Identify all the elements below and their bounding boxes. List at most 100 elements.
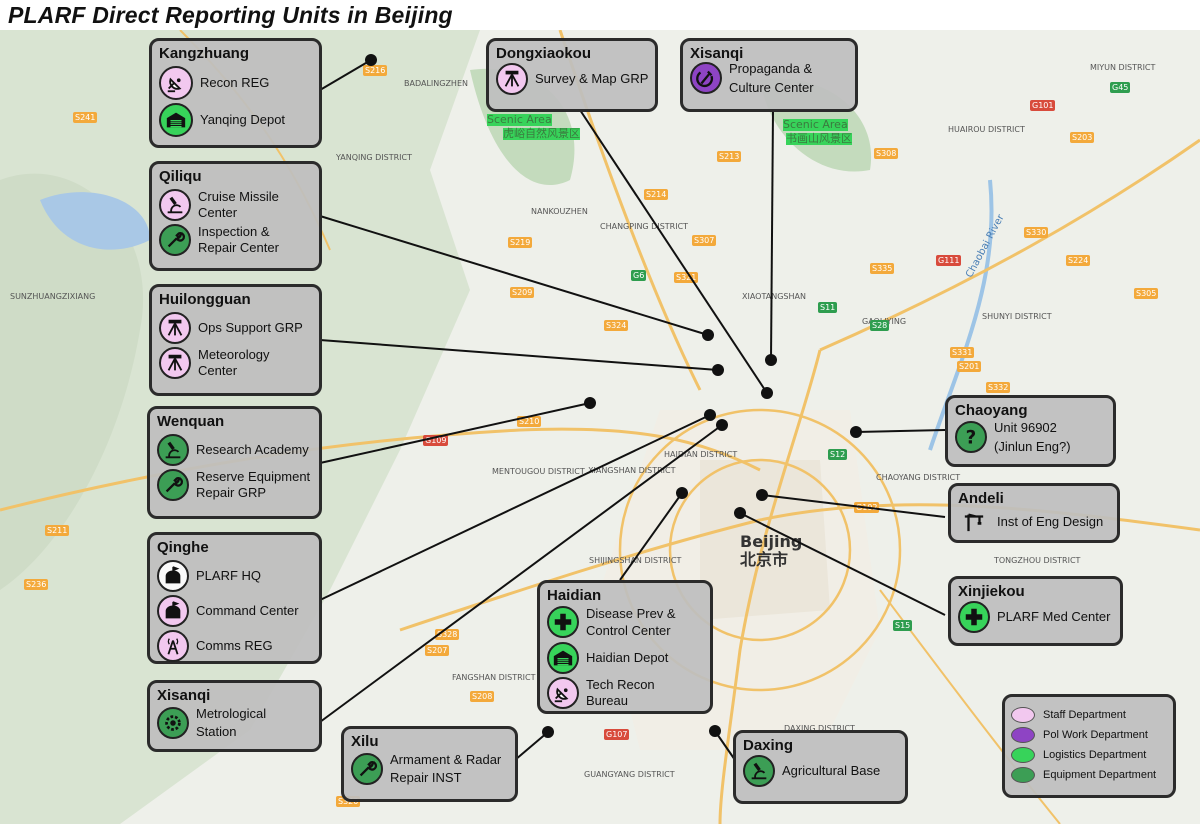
microscope-icon (157, 434, 189, 466)
map-label-changping: CHANGPING DISTRICT (600, 222, 689, 231)
radio-tower-icon (157, 630, 189, 662)
road-marker: S328 (435, 629, 460, 640)
road-marker: S209 (510, 287, 535, 298)
microscope-icon (743, 755, 775, 787)
unit-item-label: PLARF Med Center (997, 609, 1111, 624)
question-mark-icon: ? (955, 421, 987, 453)
unit-item-label: Disease Prev & Control Center (586, 606, 676, 638)
unit-item-label: Tech Recon Bureau (586, 677, 655, 708)
map-label-xiaotangshan: XIAOTANGSHAN (742, 292, 806, 301)
map-label-shunyi: SHUNYI DISTRICT (982, 312, 1052, 321)
unit-box-daxing[interactable]: Daxing Agricultural Base (733, 730, 908, 804)
unit-item-label: Survey & Map GRP (535, 71, 649, 86)
survey-tripod-icon (496, 63, 528, 95)
road-marker: S211 (45, 525, 70, 536)
map-label-mentougou: MENTOUGOU DISTRICT (492, 467, 585, 476)
satellite-dish-icon (547, 677, 579, 709)
wrench-icon (157, 469, 189, 501)
unit-box-xisanqi-north[interactable]: Xisanqi Propaganda & Culture Center (680, 38, 858, 112)
road-marker: G6 (631, 270, 647, 281)
unit-box-kangzhuang[interactable]: Kangzhuang Recon REG Yanqing Depot (149, 38, 322, 148)
unit-title: Wenquan (157, 413, 225, 430)
survey-tripod-icon (159, 347, 191, 379)
unit-item-label: Yanqing Depot (200, 112, 286, 127)
page-title: PLARF Direct Reporting Units in Beijing (8, 2, 453, 28)
unit-title: Xisanqi (157, 687, 211, 704)
map-label-tongzhou-district: TONGZHOU DISTRICT (994, 556, 1081, 565)
unit-item-label: Metrological Station (196, 706, 267, 739)
unit-box-haidian[interactable]: Haidian Disease Prev & Control Center Ha… (537, 580, 713, 714)
map-label-badaling: BADALINGZHEN (404, 79, 468, 88)
road-marker: S11 (818, 302, 838, 313)
road-marker: S330 (1024, 227, 1049, 238)
legend-label: Pol Work Department (1043, 729, 1148, 741)
map-label-shijingshan: SHIJINGSHAN DISTRICT (589, 556, 682, 565)
unit-box-qinghe[interactable]: Qinghe PLARF HQ Command Center Comms REG (147, 532, 322, 664)
unit-box-andeli[interactable]: Andeli Inst of Eng Design (948, 483, 1120, 543)
hammer-sickle-icon (690, 62, 722, 94)
wrench-icon (351, 753, 383, 785)
road-marker: G109 (423, 435, 449, 446)
map-label-nankou: NANKOUZHEN (531, 207, 588, 216)
unit-title: Xisanqi (690, 45, 744, 62)
gear-icon (157, 707, 189, 739)
road-marker: G111 (936, 255, 962, 266)
unit-title: Xinjiekou (958, 583, 1025, 600)
medical-cross-icon (958, 601, 990, 633)
road-marker: S335 (870, 263, 895, 274)
unit-item-label: Inspection & Repair Center (198, 224, 279, 255)
road-marker: S332 (986, 382, 1011, 393)
road-marker: S305 (1134, 288, 1159, 299)
legend-label: Staff Department (1043, 709, 1126, 721)
unit-item-label: Comms REG (196, 638, 273, 653)
legend-label: Equipment Department (1043, 769, 1157, 781)
unit-box-qiliqu[interactable]: Qiliqu Cruise Missile Center Inspection … (149, 161, 322, 271)
unit-box-chaoyang[interactable]: Chaoyang ?Unit 96902 (Jinlun Eng?) (945, 395, 1116, 467)
road-marker: S236 (24, 579, 49, 590)
headquarters-icon (157, 560, 189, 592)
road-marker: S207 (425, 645, 450, 656)
map-label-fangshan: FANGSHAN DISTRICT (452, 673, 536, 682)
road-marker: G102 (854, 502, 880, 513)
road-marker: S28 (870, 320, 890, 331)
road-marker: S307 (692, 235, 717, 246)
map-label-scenic-1-cn: 虎峪自然风景区 (503, 127, 580, 140)
road-marker: S241 (73, 112, 98, 123)
unit-title: Chaoyang (955, 402, 1028, 419)
map-label-chaoyang-district: CHAOYANG DISTRICT (876, 473, 961, 482)
road-marker: S213 (717, 151, 742, 162)
unit-box-xinjiekou[interactable]: Xinjiekou PLARF Med Center (948, 576, 1123, 646)
unit-box-xilu[interactable]: Xilu Armament & Radar Repair INST (341, 726, 518, 802)
unit-item-label: Reserve Equipment Repair GRP (196, 469, 311, 500)
wrench-icon (159, 224, 191, 256)
unit-box-dongxiaokou[interactable]: Dongxiaokou Survey & Map GRP (486, 38, 658, 112)
road-marker: S15 (893, 620, 913, 631)
microscope-icon (159, 189, 191, 221)
map-label-scenic-2-cn: 书画山风景区 (786, 132, 852, 145)
unit-title: Haidian (547, 587, 602, 604)
unit-box-xisanqi-southwest[interactable]: Xisanqi Metrological Station (147, 680, 322, 752)
svg-text:?: ? (966, 427, 977, 448)
unit-item-label: PLARF HQ (196, 568, 262, 583)
map-label-beijing: Beijing (740, 532, 803, 551)
unit-title: Qinghe (157, 539, 209, 556)
unit-item-label: Command Center (196, 603, 299, 618)
unit-title: Qiliqu (159, 168, 202, 185)
command-center-icon (157, 595, 189, 627)
map-label-haidian-district: HAIDIAN DISTRICT (664, 450, 738, 459)
road-marker: S219 (508, 237, 533, 248)
road-marker: S201 (957, 361, 982, 372)
road-marker: S208 (470, 691, 495, 702)
unit-box-wenquan[interactable]: Wenquan Research Academy Reserve Equipme… (147, 406, 322, 519)
unit-item-label: Cruise Missile Center (198, 189, 279, 220)
road-marker: S12 (828, 449, 848, 460)
map-label-beijing-cn: 北京市 (740, 550, 789, 569)
unit-item-label: Agricultural Base (782, 763, 881, 778)
unit-box-huilongguan[interactable]: Huilongguan Ops Support GRP Meteorology … (149, 284, 322, 396)
legend-swatch-staff (1011, 707, 1035, 723)
unit-title: Dongxiaokou (496, 45, 592, 62)
unit-item-label: Recon REG (200, 75, 270, 90)
road-marker: G45 (1110, 82, 1131, 93)
map-label-miyun: MIYUN DISTRICT (1090, 63, 1156, 72)
depot-icon (159, 103, 193, 137)
